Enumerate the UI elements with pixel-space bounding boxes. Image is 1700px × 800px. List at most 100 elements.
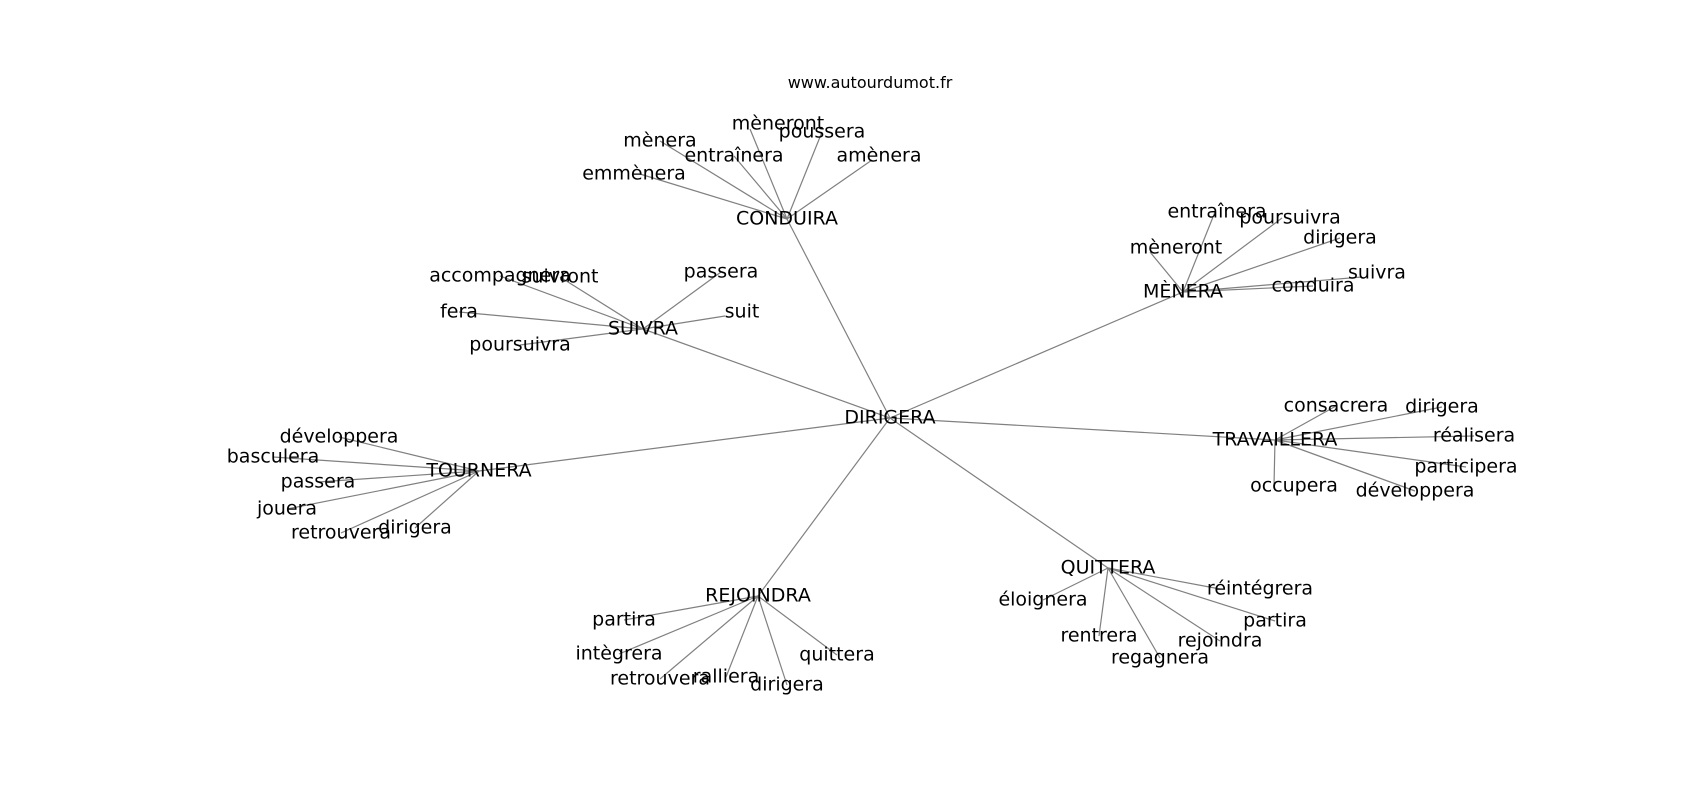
leaf-node-label: retrouvera — [610, 668, 710, 690]
leaf-edge — [1182, 211, 1216, 293]
leaf-edge — [1274, 406, 1443, 441]
leaf-edge — [1107, 567, 1276, 622]
leaf-node-label: mèneront — [732, 113, 824, 135]
leaf-edge — [286, 470, 480, 510]
leaf-node-label: jouera — [256, 498, 317, 520]
leaf-edge — [1182, 285, 1314, 293]
leaf-edge — [340, 470, 480, 534]
leaf-edge — [1274, 435, 1475, 441]
hub-node-label: TRAVAILLERA — [1212, 429, 1338, 451]
leaf-edge — [749, 128, 788, 220]
leaf-node-label: développera — [1356, 480, 1475, 502]
leaf-edge — [618, 595, 759, 655]
leaf-node-label: éloignera — [998, 589, 1087, 611]
leaf-node-label: poussera — [779, 121, 866, 143]
leaf-node-label: passera — [684, 261, 759, 283]
leaf-edge — [639, 173, 788, 220]
leaf-edge — [623, 595, 759, 621]
leaf-node-label: retrouvera — [291, 522, 391, 544]
hub-node-label: MÈNERA — [1143, 280, 1223, 303]
leaf-node-label: accompagnera — [429, 265, 571, 287]
center-edge — [889, 417, 1109, 569]
leaf-node-label: développera — [280, 426, 399, 448]
leaf-edge — [659, 140, 788, 220]
leaf-edge — [458, 311, 644, 330]
leaf-node-label: dirigera — [378, 517, 452, 539]
leaf-node-label: rejoindra — [1178, 630, 1263, 652]
leaf-edge — [757, 595, 788, 686]
center-node-label: DIRIGERA — [844, 407, 935, 429]
leaf-edge — [757, 595, 838, 656]
leaf-edge — [414, 470, 480, 529]
leaf-node-label: partira — [1243, 610, 1307, 632]
center-edge — [889, 417, 1276, 441]
leaf-edge — [1182, 217, 1283, 293]
site-credit: www.autourdumot.fr — [788, 73, 953, 92]
graph-edges — [272, 128, 1475, 686]
leaf-node-label: dirigera — [750, 674, 824, 696]
leaf-edge — [642, 271, 722, 330]
leaf-node-label: poursuivra — [469, 334, 570, 356]
leaf-node-label: consacrera — [1284, 395, 1389, 417]
leaf-edge — [1274, 405, 1337, 441]
hub-node-label: SUIVRA — [608, 318, 678, 340]
leaf-edge — [1182, 276, 1363, 293]
leaf-node-label: suit — [725, 301, 760, 323]
leaf-edge — [642, 315, 726, 330]
leaf-node-label: basculera — [227, 446, 320, 468]
leaf-edge — [1182, 237, 1341, 293]
leaf-node-label: occupera — [1250, 475, 1338, 497]
leaf-edge — [272, 456, 480, 472]
leaf-node-label: réintégrera — [1207, 578, 1313, 600]
leaf-node-label: dirigera — [1405, 396, 1479, 418]
leaf-node-label: partira — [592, 609, 656, 631]
center-edge — [757, 417, 891, 597]
leaf-node-label: poursuivra — [1239, 207, 1340, 229]
leaf-node-label: mèneront — [1130, 237, 1222, 259]
leaf-edge — [725, 595, 759, 678]
center-edge — [786, 218, 891, 419]
leaf-node-label: entraînera — [1167, 201, 1266, 223]
leaf-node-label: amènera — [836, 145, 921, 167]
leaf-edge — [733, 155, 788, 220]
leaf-edge — [317, 470, 480, 483]
leaf-edge — [1098, 567, 1109, 637]
leaf-edge — [499, 275, 644, 330]
leaf-edge — [786, 131, 823, 220]
hub-node-label: QUITTERA — [1061, 557, 1156, 579]
center-edge — [889, 291, 1184, 419]
leaf-edge — [338, 436, 480, 472]
hub-node-label: REJOINDRA — [705, 585, 811, 607]
leaf-node-label: suivront — [522, 266, 599, 288]
leaf-node-label: intègrera — [575, 643, 662, 665]
leaf-edge — [1149, 251, 1184, 293]
leaf-node-label: regagnera — [1111, 647, 1209, 669]
leaf-edge — [559, 276, 644, 330]
leaf-edge — [519, 328, 644, 346]
leaf-edge — [1107, 567, 1221, 642]
leaf-node-label: emmènera — [582, 163, 686, 185]
leaf-edge — [1273, 439, 1276, 487]
leaf-node-label: conduira — [1272, 275, 1355, 297]
center-edge — [478, 417, 891, 472]
leaf-node-label: mènera — [623, 130, 696, 152]
leaf-edge — [1274, 439, 1416, 492]
leaf-edge — [1107, 567, 1221, 590]
hub-node-label: TOURNERA — [425, 460, 531, 482]
leaf-edge — [1042, 567, 1109, 601]
leaf-edge — [1107, 567, 1161, 659]
leaf-edge — [659, 595, 759, 680]
leaf-node-label: réalisera — [1433, 425, 1515, 447]
leaf-node-label: passera — [281, 471, 356, 493]
leaf-node-label: ralliera — [693, 666, 759, 688]
center-edge — [642, 328, 891, 419]
leaf-node-label: dirigera — [1303, 227, 1377, 249]
leaf-node-label: suivra — [1348, 262, 1406, 284]
leaf-edge — [786, 159, 873, 220]
leaf-edge — [1274, 439, 1467, 468]
leaf-node-label: entraînera — [684, 145, 783, 167]
leaf-node-label: rentrera — [1060, 625, 1137, 647]
leaf-node-label: fera — [440, 301, 478, 323]
